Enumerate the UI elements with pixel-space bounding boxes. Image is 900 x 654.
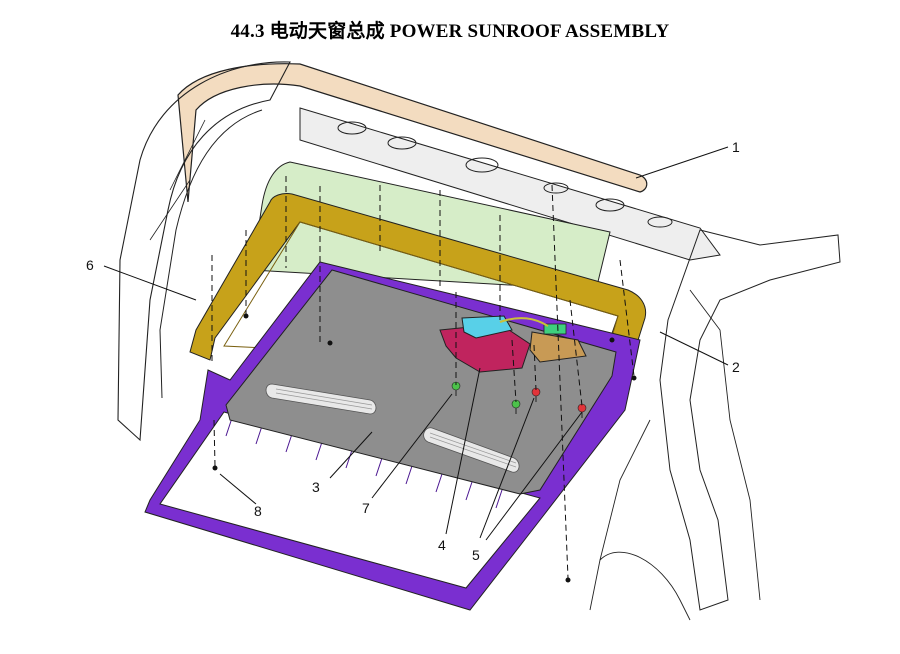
wire-harness [499, 317, 549, 327]
roof-headliner [177, 63, 648, 203]
body-outline-right [659, 229, 841, 611]
tray-ribs [225, 417, 503, 509]
body-outline-left [117, 61, 291, 442]
callout-1: 1 [732, 139, 740, 155]
roof-crossmember [299, 107, 721, 261]
callout-8: 8 [254, 503, 262, 519]
body-outline-left-inner [159, 109, 263, 399]
a-pillar-left [149, 119, 206, 241]
rear-pillar [599, 551, 691, 621]
sunroof-glass [251, 161, 611, 291]
leader-lines [103, 146, 729, 541]
callout-5: 5 [472, 547, 480, 563]
vent-left [265, 383, 377, 415]
body-outline-right-inner [589, 289, 761, 611]
vent-right [423, 427, 520, 473]
page-title: 44.3 电动天窗总成 POWER SUNROOF ASSEMBLY [230, 21, 670, 42]
assembly-lines [211, 176, 635, 579]
module-connector [543, 323, 567, 335]
sunroof-motor [461, 315, 513, 339]
crossmember-holes [337, 121, 673, 228]
control-module [529, 331, 587, 363]
clip-green-1 [451, 381, 461, 396]
callout-3: 3 [312, 479, 320, 495]
callout-4: 4 [438, 537, 446, 553]
callout-6: 6 [86, 257, 94, 273]
fastener-points [212, 313, 637, 583]
callout-2: 2 [732, 359, 740, 375]
callout-7: 7 [362, 500, 370, 516]
